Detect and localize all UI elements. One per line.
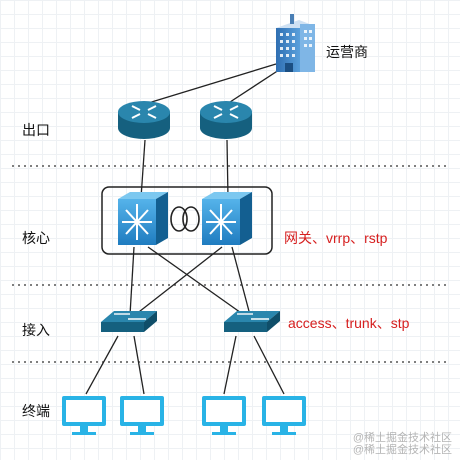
- watermark: @稀土掘金技术社区 @稀土掘金技术社区: [353, 432, 452, 456]
- access-switch-icon: [224, 311, 280, 332]
- monitor-icon: [262, 396, 306, 435]
- link-router-left-core-left: [140, 139, 146, 199]
- router-icon: [200, 101, 252, 139]
- pc-4: [262, 396, 306, 435]
- core-switch-icon: [118, 192, 168, 245]
- access-switch-right: [224, 311, 280, 332]
- layer-label-egress: 出口: [22, 122, 50, 138]
- isp-label: 运营商: [326, 44, 368, 60]
- pc-3: [202, 396, 246, 435]
- layer-label-terminal: 终端: [22, 403, 50, 419]
- access-switch-left: [101, 311, 157, 332]
- layer-dividers: [12, 165, 446, 363]
- building-icon: [276, 14, 315, 72]
- pc-2: [120, 396, 164, 435]
- access-switch-icon: [101, 311, 157, 332]
- router-left: [118, 101, 170, 139]
- monitor-icon: [120, 396, 164, 435]
- router-icon: [118, 101, 170, 139]
- link-isp-router-right: [226, 67, 283, 105]
- core-switch-left: [118, 192, 168, 245]
- core-switch-right: [202, 192, 252, 245]
- watermark-line-2: @稀土掘金技术社区: [352, 444, 452, 456]
- watermark-line-1: @稀土掘金技术社区: [352, 432, 452, 444]
- layer-label-core: 核心: [22, 230, 50, 246]
- pc-1: [62, 396, 106, 435]
- link-access-left-pc2: [133, 335, 145, 395]
- link-router-right-core-right: [226, 139, 229, 199]
- core-stack-frame: [101, 186, 273, 255]
- links: [85, 63, 285, 395]
- link-core-right-access-left: [134, 246, 223, 316]
- monitor-icon: [62, 396, 106, 435]
- monitor-icon: [202, 396, 246, 435]
- router-right: [200, 101, 252, 139]
- core-switch-icon: [202, 192, 252, 245]
- link-access-left-pc1: [85, 335, 119, 395]
- stack-link-icon: [170, 206, 200, 232]
- link-core-left-access-left: [129, 246, 135, 316]
- link-access-right-pc3: [223, 335, 237, 395]
- layer-label-access: 接入: [22, 322, 50, 338]
- access-protocols-note: access、trunk、stp: [288, 315, 410, 331]
- link-core-left-access-right: [147, 246, 245, 316]
- link-isp-router-left: [144, 63, 277, 105]
- link-access-right-pc4: [253, 335, 285, 395]
- core-protocols-note: 网关、vrrp、rstp: [284, 230, 388, 246]
- link-core-right-access-right: [231, 246, 251, 316]
